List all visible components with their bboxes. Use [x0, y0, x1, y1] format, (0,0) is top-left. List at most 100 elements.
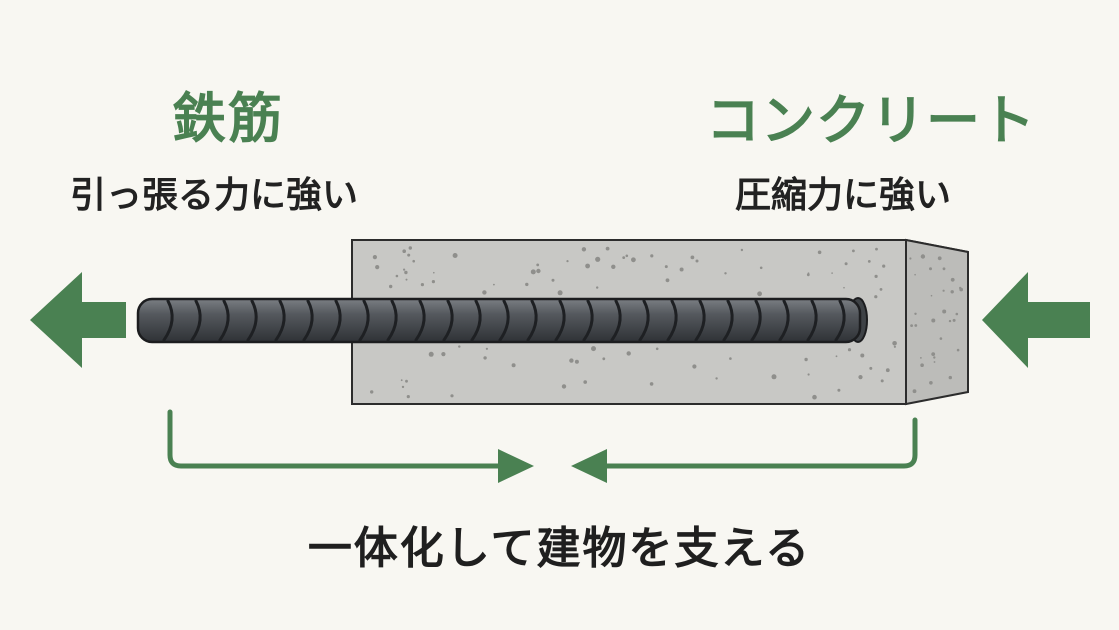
- concrete-speckle: [401, 385, 405, 389]
- concrete-speckle: [920, 254, 926, 259]
- concrete-speckle: [591, 346, 596, 352]
- concrete-speckle: [914, 312, 917, 315]
- steel-title: 鉄筋: [172, 87, 284, 150]
- concrete-speckle: [551, 278, 555, 282]
- concrete-speckle: [942, 267, 946, 271]
- concrete-speckle: [807, 373, 810, 376]
- concrete-speckle: [428, 351, 434, 357]
- concrete-speckle: [420, 283, 424, 287]
- rebar-rib: [358, 299, 370, 342]
- concrete-speckle: [852, 249, 855, 253]
- concrete-speckle: [536, 263, 540, 267]
- concrete-speckle: [595, 256, 601, 262]
- concrete-speckle: [692, 364, 697, 369]
- right-arrow-icon: [982, 272, 1090, 368]
- rebar-rib: [638, 299, 650, 342]
- concrete-speckle: [757, 291, 762, 297]
- rebar-ribs: [162, 299, 846, 342]
- concrete-speckle: [942, 309, 947, 314]
- bracket-arrowhead-left: [498, 449, 534, 483]
- concrete-speckle: [664, 265, 668, 269]
- concrete-speckle: [959, 287, 963, 292]
- concrete-speckle: [585, 263, 590, 269]
- concrete-speckle: [858, 375, 863, 380]
- concrete-speckle: [433, 271, 435, 274]
- rebar-rib: [470, 299, 482, 342]
- concrete-speckle: [596, 286, 599, 289]
- rebar-rib: [722, 299, 734, 342]
- concrete-speckle: [569, 358, 574, 363]
- rebar-rib: [414, 299, 426, 342]
- rebar-rib: [806, 299, 818, 342]
- concrete-speckle: [557, 290, 563, 296]
- concrete-speckle: [649, 382, 654, 386]
- rebar-rib: [582, 299, 594, 342]
- concrete-speckle: [412, 259, 416, 263]
- rebar-rib: [666, 299, 678, 342]
- concrete-speckle: [920, 363, 924, 368]
- rebar-rib: [750, 299, 762, 342]
- left-arrow-icon: [30, 272, 126, 368]
- concrete-subtitle: 圧縮力に強い: [735, 175, 952, 216]
- concrete-speckle: [695, 259, 699, 263]
- concrete-speckle: [583, 380, 587, 384]
- concrete-speckle: [817, 250, 822, 255]
- concrete-speckle: [622, 256, 626, 259]
- concrete-speckle: [611, 264, 616, 269]
- concrete-speckle: [950, 277, 955, 282]
- rebar-rib: [834, 299, 846, 342]
- concrete-speckle: [930, 294, 933, 297]
- concrete-speckle: [914, 324, 918, 327]
- concrete-speckle: [740, 248, 744, 252]
- bracket-arrow-left-icon: [167, 409, 508, 469]
- rebar-rib: [386, 299, 398, 342]
- concrete-speckle: [405, 278, 408, 281]
- concrete-speckle: [806, 273, 810, 277]
- concrete-speckle: [912, 389, 917, 394]
- concrete-speckle: [724, 272, 727, 275]
- concrete-speckle: [581, 247, 587, 252]
- concrete-speckle: [885, 368, 890, 373]
- concrete-speckle: [867, 260, 871, 263]
- concrete-speckle: [843, 286, 845, 289]
- concrete-speckle: [402, 249, 407, 253]
- rebar-rib: [330, 299, 342, 342]
- concrete-speckle: [950, 290, 954, 294]
- concrete-side-face: [905, 238, 969, 406]
- rebar-rib: [694, 299, 706, 342]
- concrete-speckle: [880, 379, 884, 383]
- concrete-speckle: [493, 283, 495, 286]
- concrete-speckle: [450, 394, 454, 398]
- concrete-speckle: [844, 262, 848, 266]
- concrete-speckle: [655, 347, 659, 351]
- concrete-speckle: [605, 246, 610, 251]
- concrete-speckle: [955, 312, 959, 316]
- concrete-speckle: [441, 352, 446, 357]
- concrete-speckle: [956, 348, 960, 352]
- concrete-speckle: [431, 280, 435, 284]
- concrete-speckle: [370, 390, 374, 394]
- concrete-speckle: [408, 246, 412, 250]
- concrete-speckle: [874, 295, 878, 299]
- bottom-caption: 一体化して建物を支える: [307, 523, 812, 574]
- concrete-speckle: [931, 352, 936, 356]
- concrete-speckle: [892, 341, 897, 346]
- rebar-rib: [218, 299, 230, 342]
- steel-subtitle: 引っ張る力に強い: [70, 175, 359, 216]
- rebar-rib: [274, 299, 286, 342]
- concrete-speckle: [948, 375, 952, 380]
- concrete-speckle: [626, 351, 631, 356]
- rebar-body: [136, 297, 862, 344]
- concrete-speckle: [948, 319, 952, 323]
- concrete-speckle: [407, 253, 411, 257]
- concrete-speckle: [882, 264, 886, 268]
- concrete-speckle: [929, 267, 932, 271]
- concrete-speckle: [458, 345, 461, 348]
- concrete-speckle: [929, 381, 933, 385]
- concrete-speckle: [812, 394, 817, 400]
- concrete-speckle: [561, 384, 567, 389]
- concrete-speckle: [574, 359, 579, 364]
- rebar-rib: [302, 299, 314, 342]
- concrete-speckle: [860, 353, 865, 358]
- concrete-speckle: [400, 379, 403, 382]
